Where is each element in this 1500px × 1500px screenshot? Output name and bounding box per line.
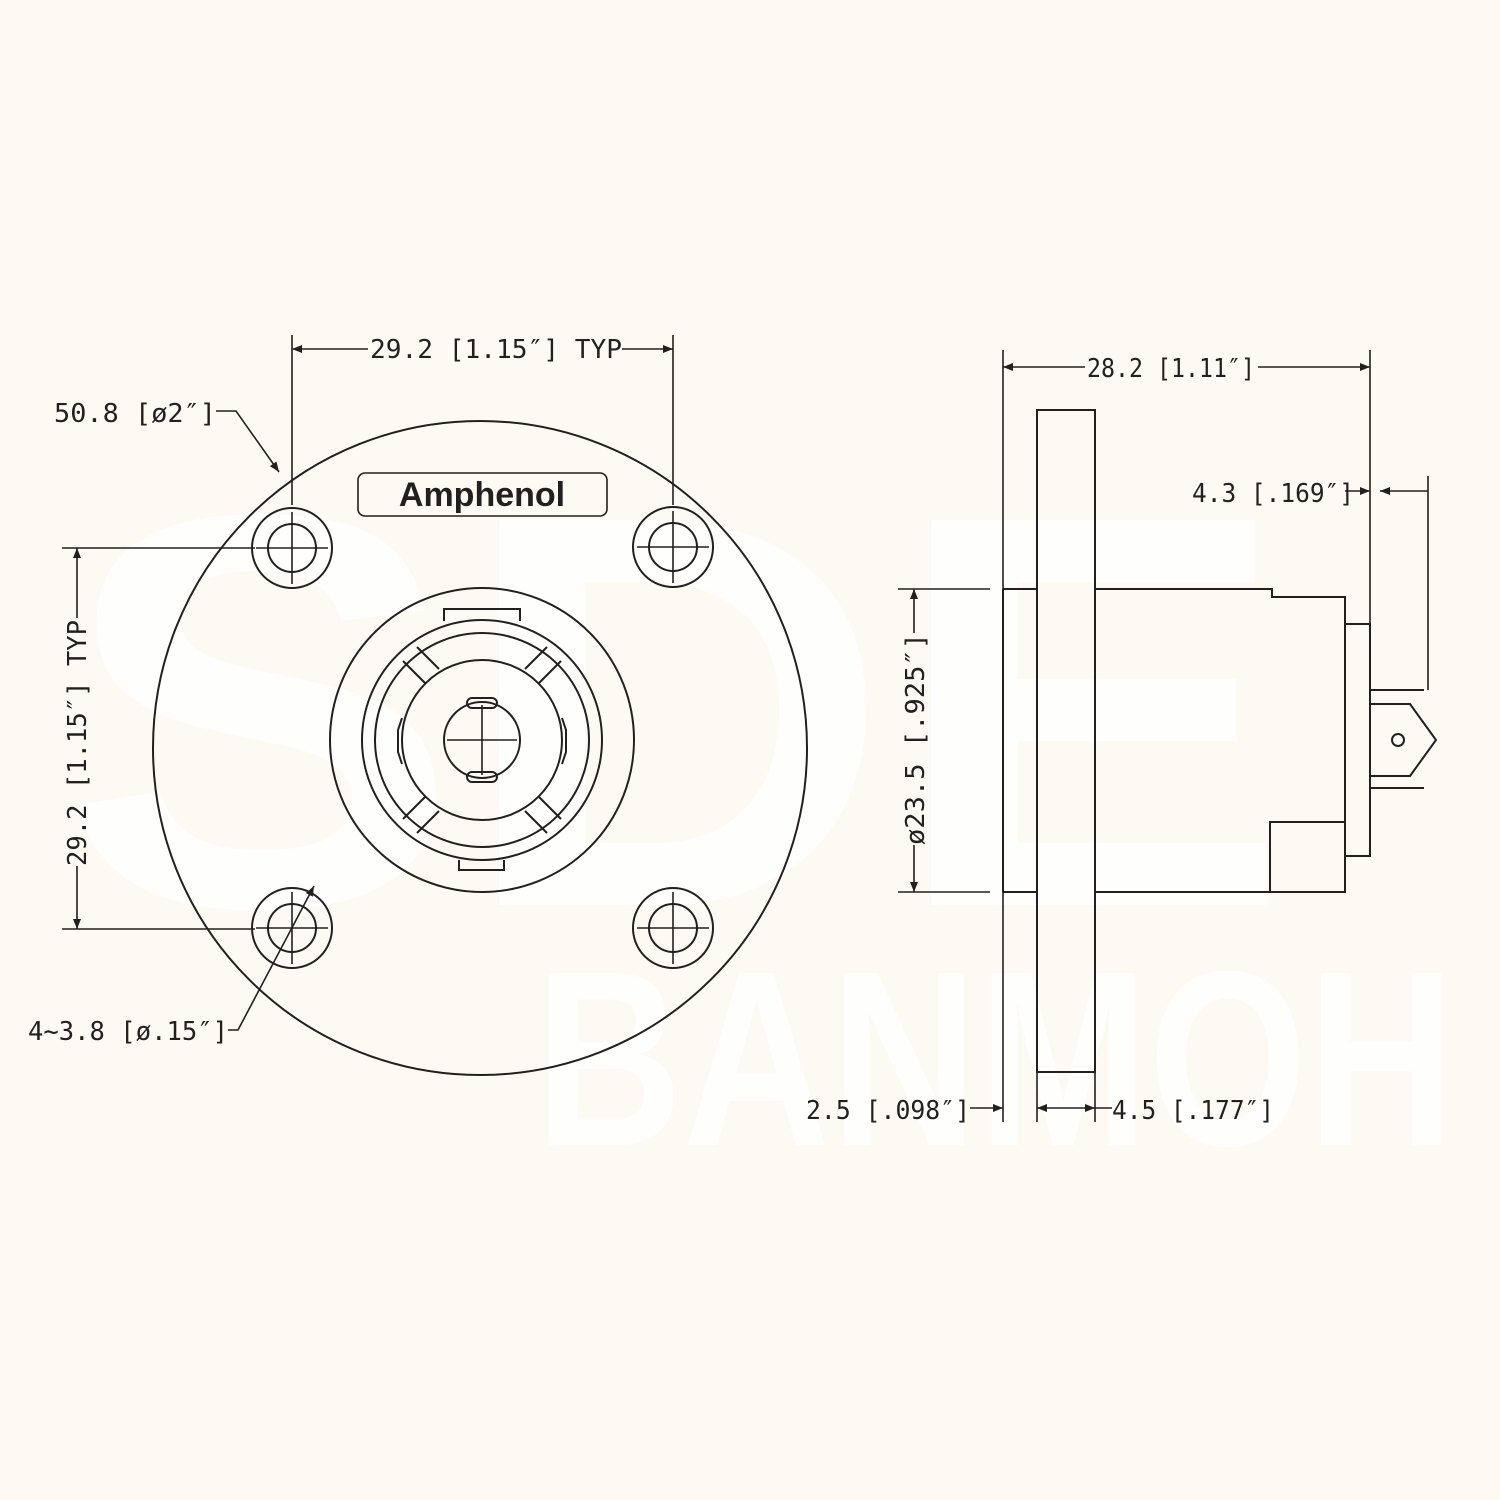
connector-face — [329, 587, 635, 893]
side-terminal — [1370, 689, 1438, 789]
dim-front-protrusion-label: 2.5 [.098″] — [806, 1096, 970, 1126]
dim-overall-length: 28.2 [1.11″] — [1002, 350, 1371, 624]
dim-flange-thickness-label: 4.5 [.177″] — [1112, 1096, 1274, 1126]
dim-hole-spacing-h-label: 29.2 [1.15″] TYP — [370, 335, 622, 365]
dim-hole-spacing-v: 29.2 [1.15″] TYP — [62, 547, 255, 930]
dim-mounting-holes-label: 4~3.8 [ø.15″] — [28, 1017, 228, 1047]
dim-mounting-holes: 4~3.8 [ø.15″] — [28, 885, 315, 1047]
dim-body-diameter-label: ø23.5 [.925″] — [901, 633, 931, 845]
dim-terminal-offset: 4.3 [.169″] — [1192, 476, 1429, 690]
amphenol-logo: Amphenol — [357, 472, 608, 517]
mounting-hole-tl — [251, 507, 333, 589]
dim-overall-length-label: 28.2 [1.11″] — [1087, 354, 1255, 384]
front-view: Amphenol — [28, 335, 808, 1076]
dim-hole-spacing-h: 29.2 [1.15″] TYP — [291, 335, 674, 505]
amphenol-logo-text: Amphenol — [399, 476, 565, 514]
side-rear-body — [1095, 588, 1371, 893]
mounting-hole-br — [632, 887, 714, 969]
dim-flange-diameter: 50.8 [ø2″] — [54, 399, 280, 473]
side-flange — [1036, 409, 1096, 1073]
side-view: 28.2 [1.11″] 4.3 [.169″] ø23.5 [.925″] 2… — [806, 350, 1438, 1126]
dim-terminal-offset-label: 4.3 [.169″] — [1192, 479, 1354, 509]
dim-hole-spacing-v-label: 29.2 [1.15″] TYP — [63, 620, 93, 866]
dim-body-diameter: ø23.5 [.925″] — [898, 588, 990, 893]
dim-bottom-thicknesses: 2.5 [.098″] 4.5 [.177″] — [806, 892, 1274, 1126]
dim-flange-diameter-label: 50.8 [ø2″] — [54, 399, 216, 429]
flange-outline — [152, 420, 808, 1076]
mounting-hole-tr — [632, 506, 714, 588]
